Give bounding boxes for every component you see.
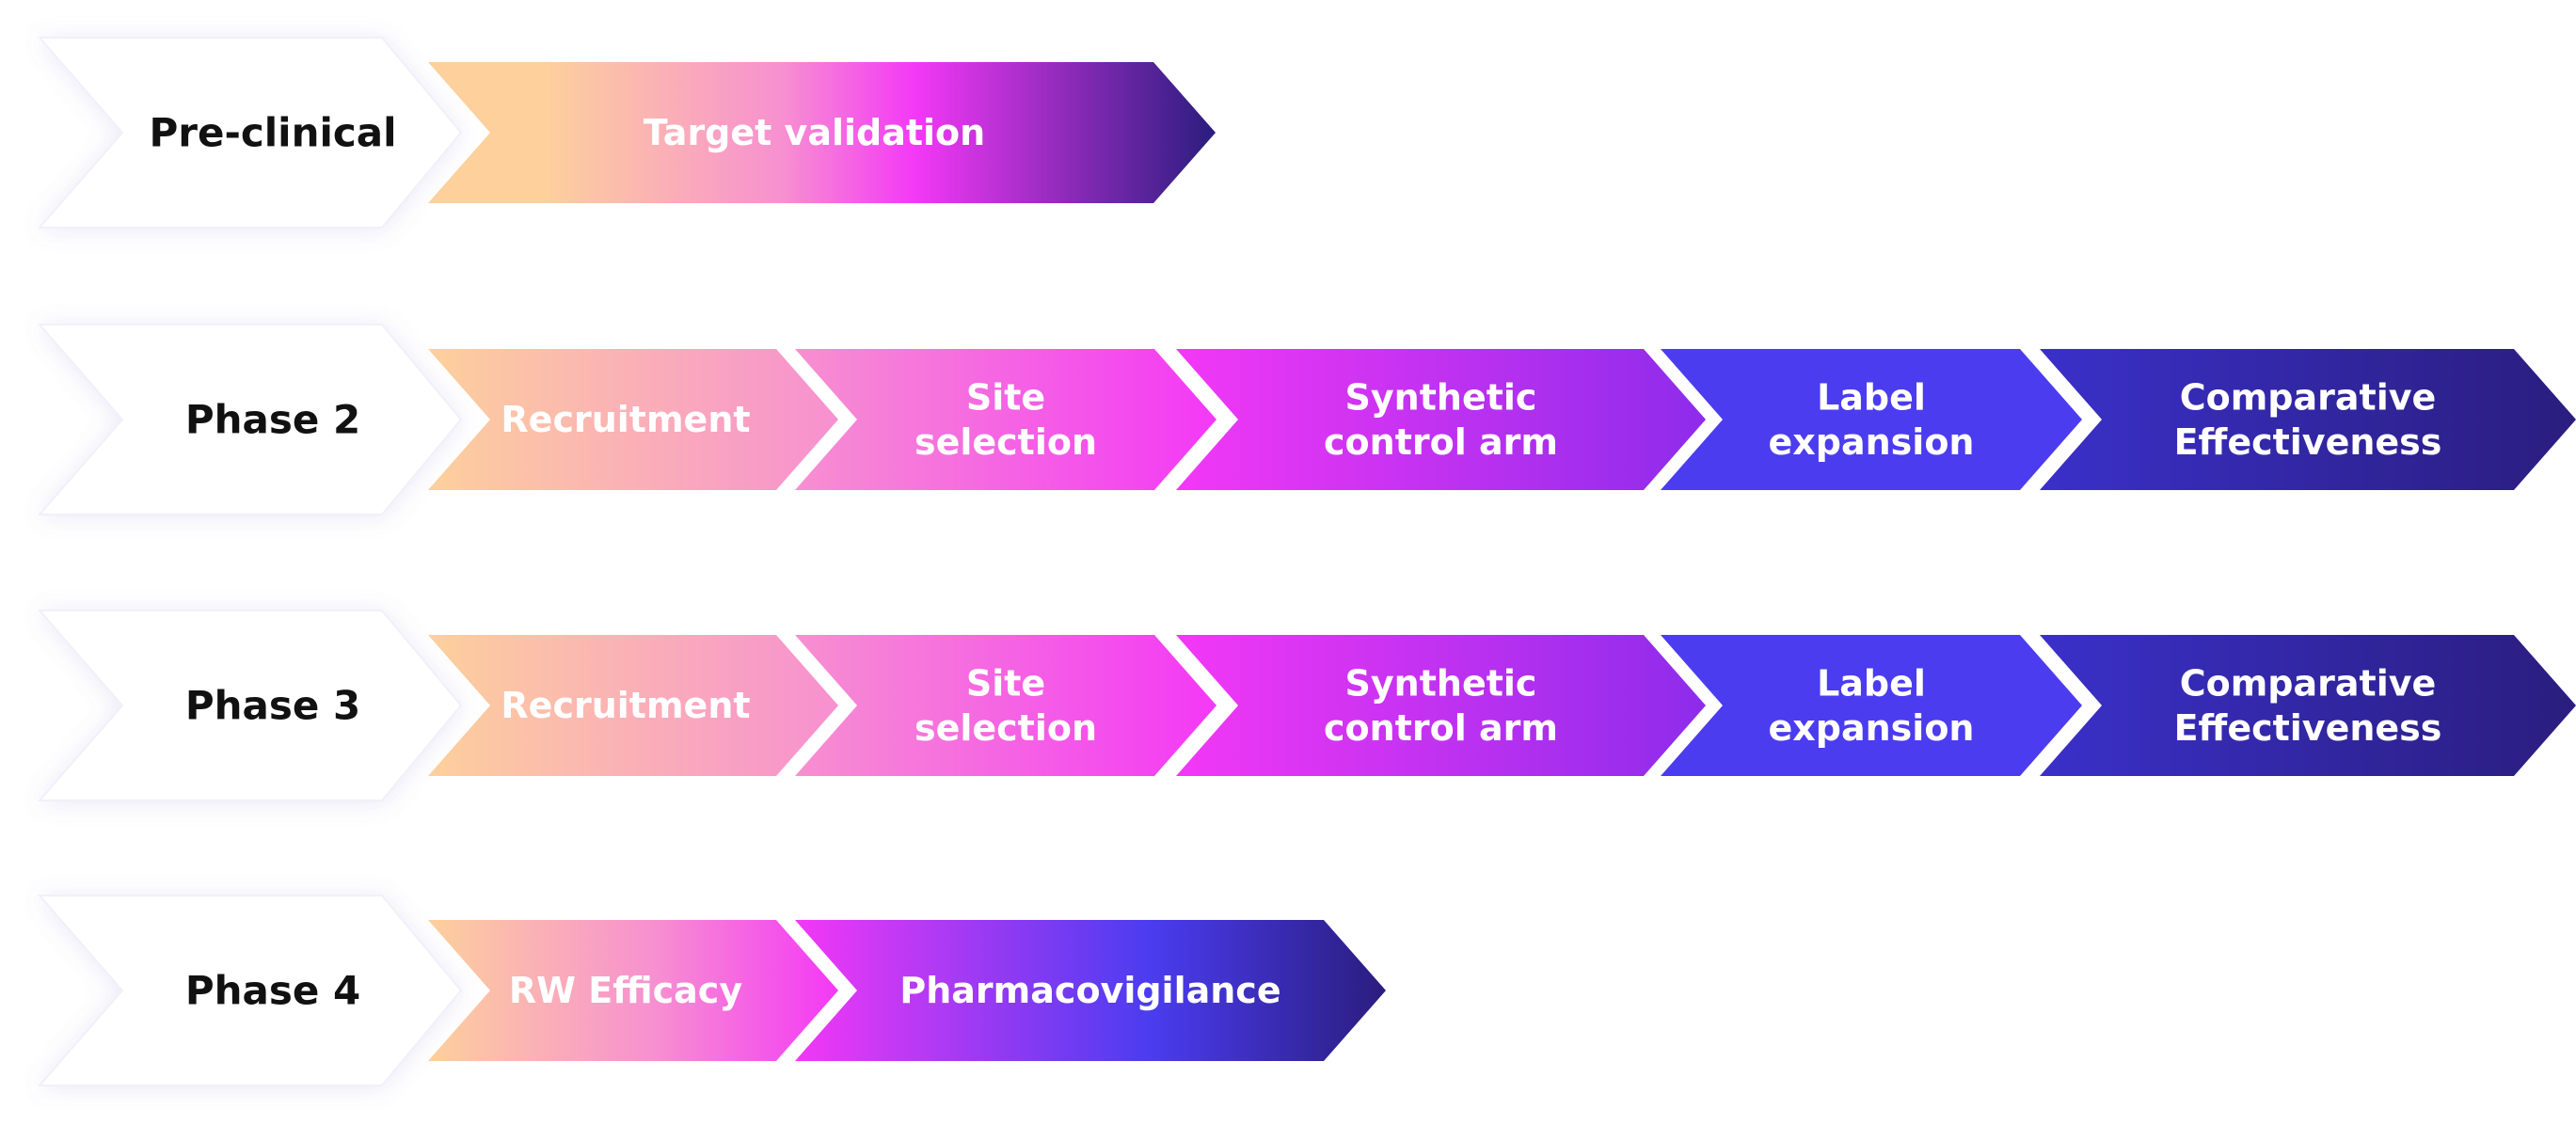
segment-label-line-1: Site <box>966 376 1045 418</box>
segment-arrow-shape <box>795 349 1216 490</box>
segment-arrow: Recruitment <box>428 349 838 490</box>
segment-label-line-1: Comparative <box>2180 662 2437 704</box>
segment-arrow-shape <box>428 62 1216 203</box>
segment-label-line-2: Effectiveness <box>2174 707 2442 749</box>
phase-label: Phase 3 <box>185 683 360 729</box>
segment-arrow: Target validation <box>428 62 1216 203</box>
segment-label-line-2: control arm <box>1324 421 1558 463</box>
segment-label-line-1: Synthetic <box>1345 376 1537 418</box>
segment-label-line-2: selection <box>914 421 1097 463</box>
segment-label-line-2: expansion <box>1769 421 1975 463</box>
segment-label-line-2: expansion <box>1769 707 1975 749</box>
segment-arrow-shape <box>428 349 838 490</box>
segment-arrow: RW Efficacy <box>428 920 838 1061</box>
segment-arrow-shape <box>2040 349 2576 490</box>
segment-arrow: Recruitment <box>428 635 838 776</box>
segment-label-line-1: RW Efficacy <box>509 970 742 1011</box>
segment-arrow-shape <box>1176 635 1706 776</box>
segment-arrow-shape <box>1661 349 2082 490</box>
segment-label-line-2: control arm <box>1324 707 1558 749</box>
phase-label: Phase 4 <box>185 968 360 1014</box>
phase-label-chevron <box>37 37 463 229</box>
phase-row-1: Pre-clinical Target validation <box>37 37 1216 229</box>
segment-label-line-1: Label <box>1817 662 1926 704</box>
phase-label: Phase 2 <box>185 397 360 443</box>
phase-label-chevron <box>37 610 463 801</box>
segment-arrow-shape <box>795 635 1216 776</box>
segment-label-line-2: Effectiveness <box>2174 421 2442 463</box>
segment-label-line-2: selection <box>914 707 1097 749</box>
segment-label-line-1: Site <box>966 662 1045 704</box>
phase-label: Pre-clinical <box>149 110 396 156</box>
segment-label-line-1: Recruitment <box>501 399 750 440</box>
segment-label-line-1: Recruitment <box>501 685 750 726</box>
segment-label-line-1: Target validation <box>644 112 985 153</box>
segment-label-line-1: Synthetic <box>1345 662 1537 704</box>
phase-label-chevron <box>37 324 463 515</box>
segment-arrow: Pharmacovigilance <box>795 920 1386 1061</box>
segment-label-line-1: Label <box>1817 376 1926 418</box>
segment-arrow-shape <box>428 635 838 776</box>
segment-arrow-shape <box>1661 635 2082 776</box>
segment-label-line-1: Pharmacovigilance <box>899 970 1280 1011</box>
phase-row-4: Phase 4 RW Efficacy Pharmacovigilance <box>37 895 1386 1086</box>
segment-arrow-shape <box>2040 635 2576 776</box>
segment-label-line-1: Comparative <box>2180 376 2437 418</box>
segment-arrow-shape <box>795 920 1386 1061</box>
phase-label-chevron <box>37 895 463 1086</box>
segment-arrow-shape <box>428 920 838 1061</box>
segment-arrow-shape <box>1176 349 1706 490</box>
